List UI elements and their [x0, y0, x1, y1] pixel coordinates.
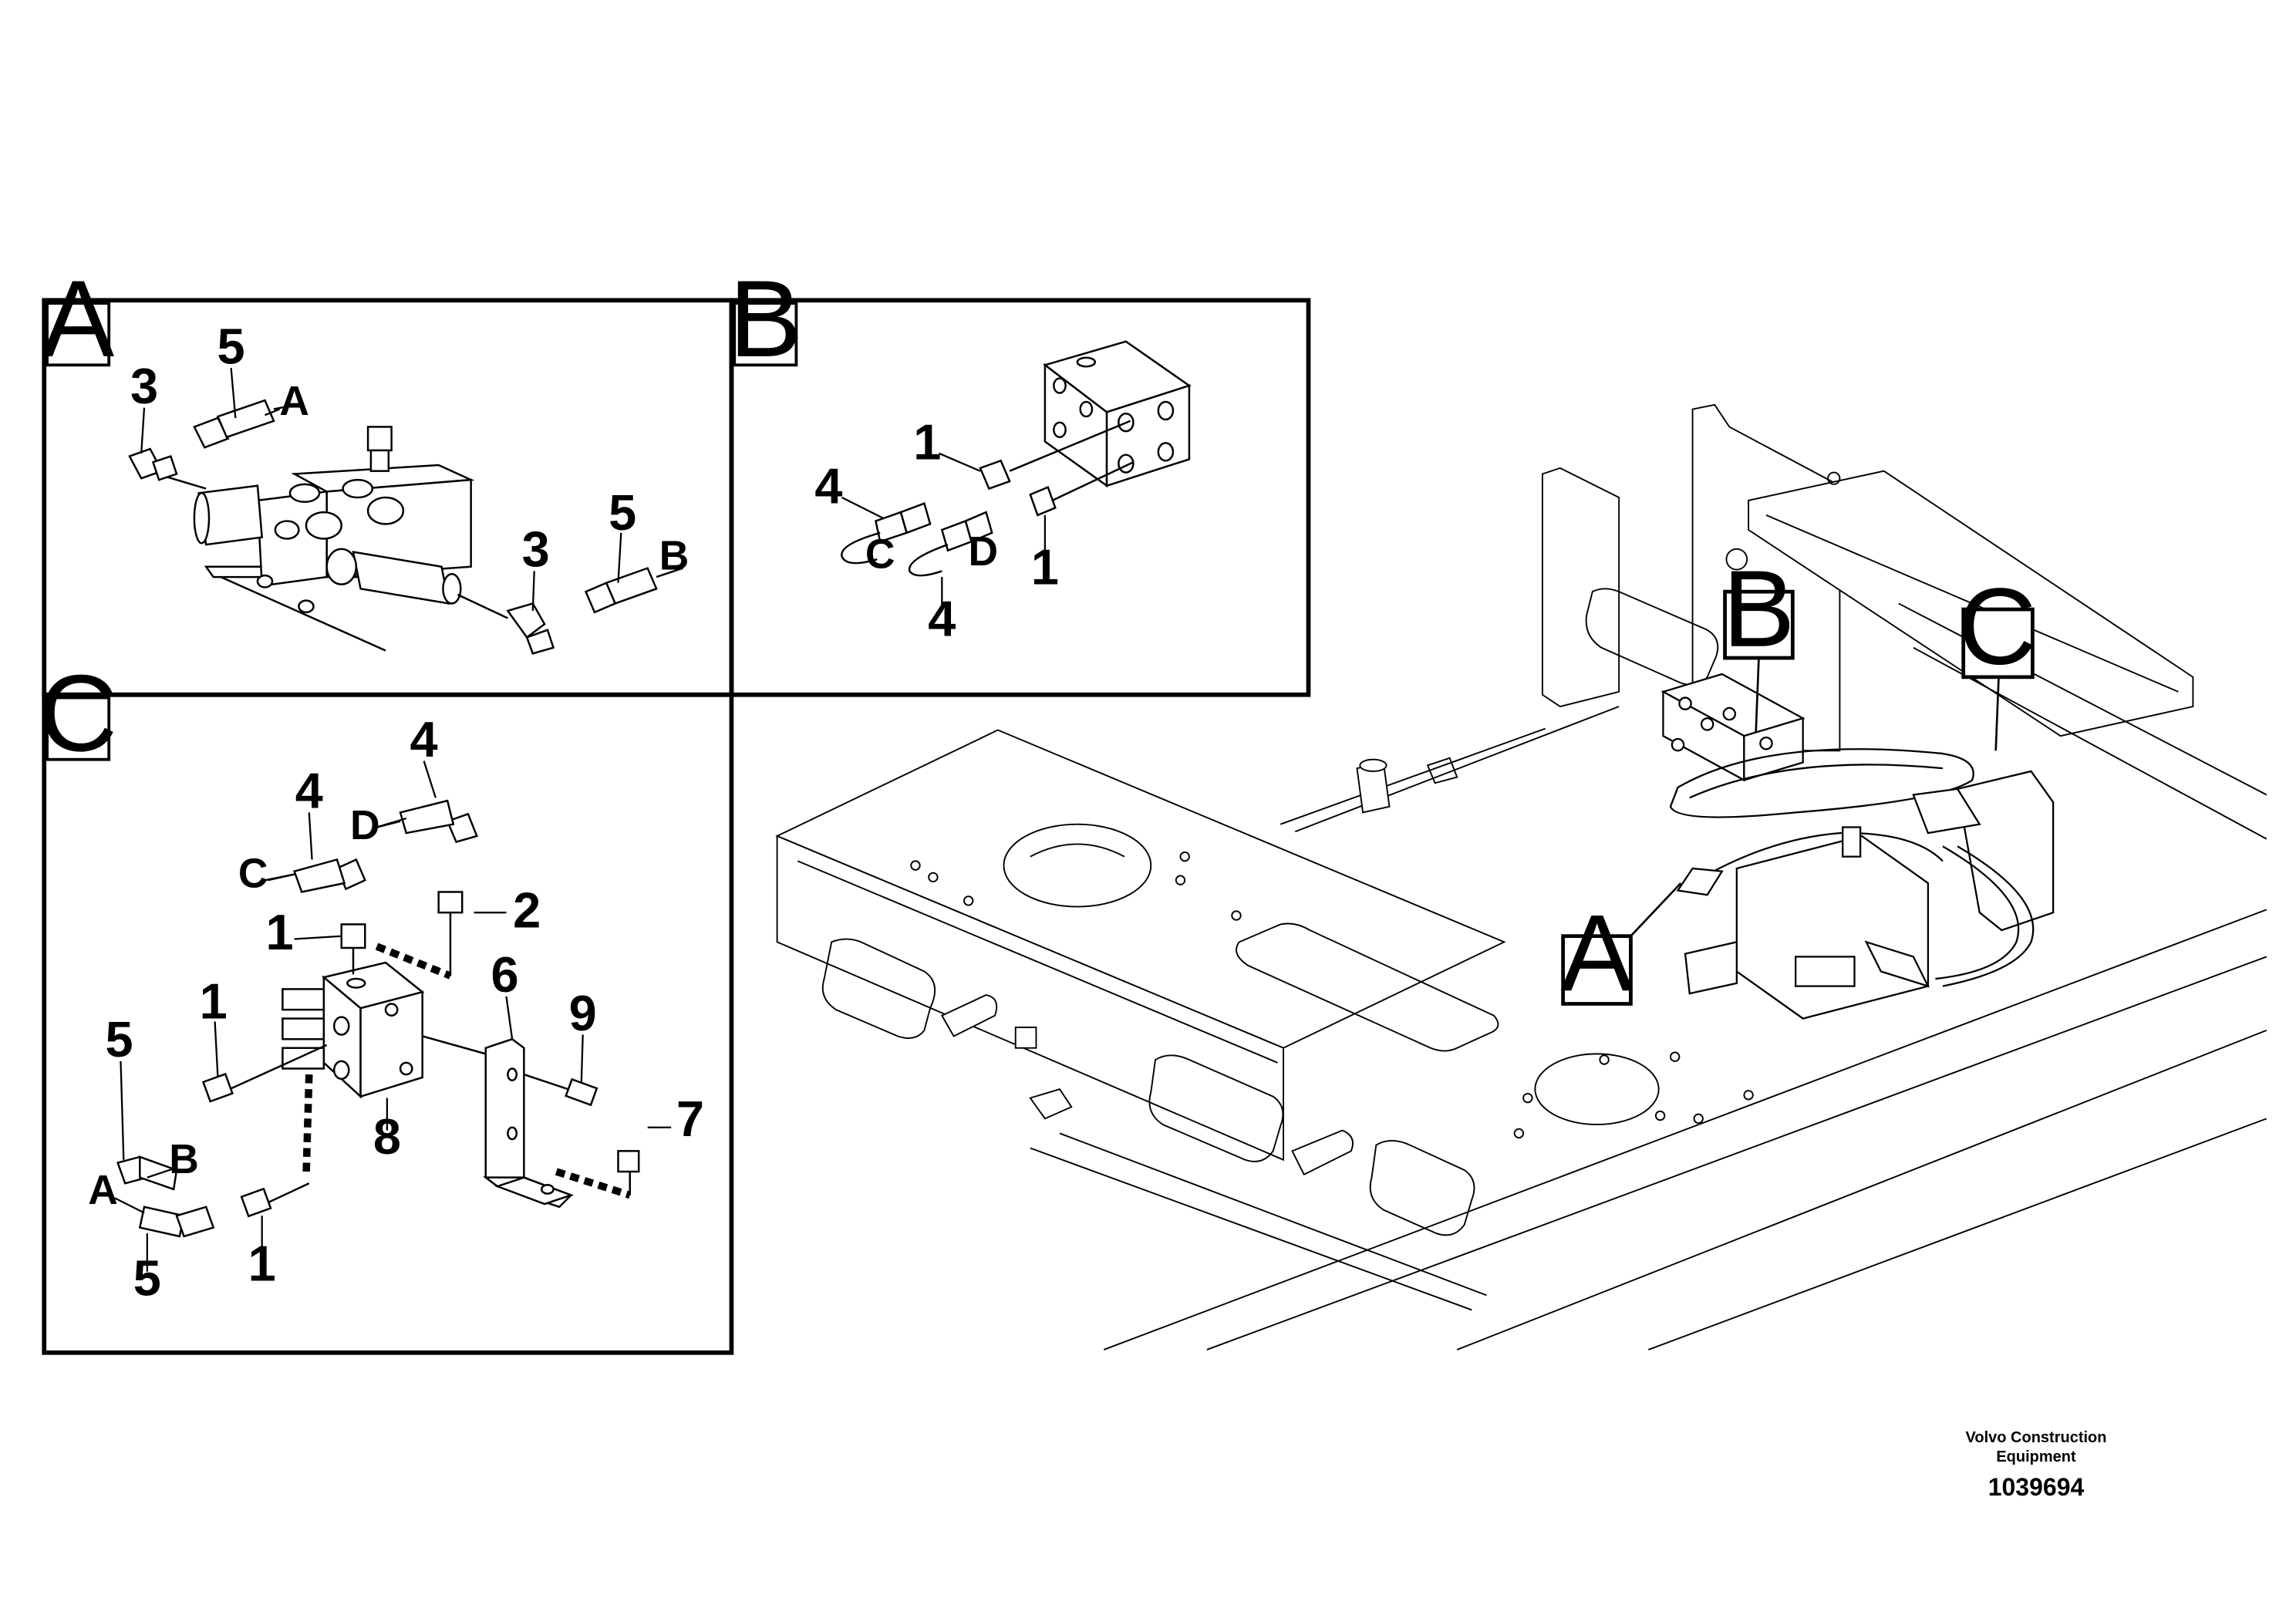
panel-b-letter: B: [729, 258, 801, 379]
label-6: 6: [491, 946, 519, 1003]
leader-lines-c: [114, 760, 672, 1272]
label-hose-c: C: [238, 851, 268, 897]
overview-callout-b: B: [1722, 548, 1795, 669]
label-2: 2: [513, 882, 541, 938]
label-hose-c: C: [865, 532, 895, 578]
overview-callout-c-letter: C: [1958, 565, 2037, 687]
label-3-right: 3: [522, 521, 550, 578]
fittings-c-drawing: [116, 799, 640, 1238]
label-hose-d: D: [350, 803, 380, 848]
label-hose-b: B: [659, 534, 689, 579]
label-5-bottom: 5: [133, 1249, 161, 1306]
leader-lines-a: [140, 367, 622, 612]
company-name-line2: Equipment: [1996, 1448, 2076, 1465]
label-4-left: 4: [814, 458, 842, 514]
valve-block-drawing: [193, 426, 475, 652]
label-hose-b: B: [169, 1137, 199, 1182]
assembly-dashes: [302, 943, 632, 1199]
label-5-left: 5: [106, 1011, 133, 1067]
label-hose-a: A: [279, 379, 309, 424]
label-1-top: 1: [266, 904, 294, 960]
label-4-bottom: 4: [928, 590, 956, 646]
panel-c: C: [39, 652, 734, 1355]
overview-callout-a: A: [1560, 892, 1633, 1013]
label-5-right: 5: [609, 484, 636, 541]
panel-a-letter: A: [42, 258, 114, 379]
leader-lines-b: [841, 452, 1047, 607]
overview-callout-b-letter: B: [1722, 548, 1795, 669]
bracket-drawing: [483, 1037, 575, 1209]
overview-callout-a-letter: A: [1560, 892, 1633, 1013]
chassis-overview: [775, 403, 2267, 1351]
label-hose-d: D: [968, 529, 998, 575]
label-7: 7: [676, 1091, 704, 1147]
label-1-bottom: 1: [248, 1235, 276, 1291]
overview-callout-leaders: [1630, 657, 2000, 937]
hoses-b-drawing: [841, 420, 1134, 577]
label-hose-a: A: [88, 1168, 118, 1213]
drawing-number: 1039694: [1988, 1473, 2085, 1501]
overview-components: [1660, 673, 2055, 1020]
company-name-line1: Volvo Construction: [1965, 1429, 2107, 1446]
panel-b: B: [729, 258, 1311, 697]
label-1-bottom: 1: [1031, 539, 1059, 595]
label-4-top: 4: [410, 711, 438, 767]
panel-a: A: [42, 258, 734, 697]
label-1-top: 1: [913, 413, 941, 470]
overview-callout-c: C: [1958, 565, 2037, 687]
label-5-top: 5: [217, 318, 245, 374]
label-3-left: 3: [130, 358, 158, 414]
label-4-mid: 4: [295, 763, 323, 819]
label-9: 9: [569, 985, 597, 1041]
manifold-block-b-drawing: [1043, 340, 1192, 488]
manifold-block-c-drawing: [282, 961, 425, 1099]
panel-c-letter: C: [39, 652, 117, 774]
label-1-left: 1: [200, 973, 228, 1030]
label-8: 8: [373, 1108, 401, 1165]
hose-fittings-drawing: [128, 399, 683, 655]
